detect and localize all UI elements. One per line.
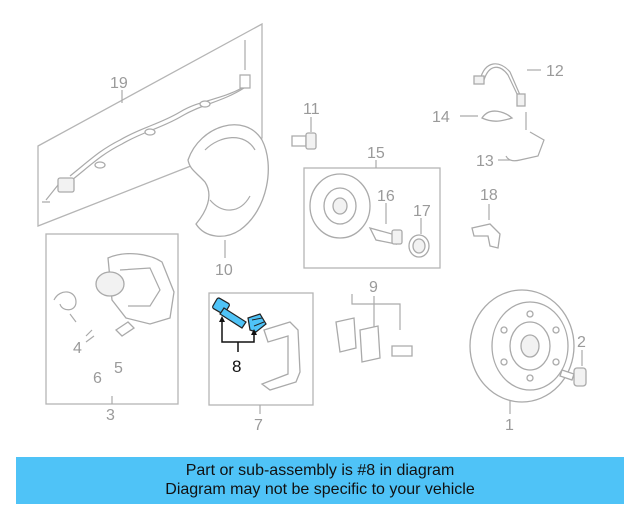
wheel-bolt [559,350,587,387]
bolt-11 [291,117,317,150]
callout-7: 7 [254,417,263,434]
callout-2: 2 [577,334,586,351]
callout-16: 16 [377,188,395,205]
banner-line-disclaimer: Diagram may not be specific to your vehi… [165,481,475,498]
callout-15: 15 [367,145,385,162]
backing-plate [187,124,269,258]
parts-diagram: 19 11 12 14 15 13 16 17 18 10 9 4 6 5 2 … [37,22,587,434]
callout-6: 6 [93,370,102,387]
info-banner: Part or sub-assembly is #8 in diagram Di… [16,457,624,504]
callout-4: 4 [73,340,82,357]
callout-3: 3 [106,407,115,424]
caliper-box [45,233,179,405]
callout-17: 17 [413,203,431,220]
callout-1: 1 [505,417,514,434]
guide-pin-bolt-highlighted [212,297,267,352]
callout-19: 19 [110,75,128,92]
callout-numbers: 19 11 12 14 15 13 16 17 18 10 9 4 6 5 2 … [73,63,586,434]
callout-9: 9 [369,279,378,296]
callout-12: 12 [546,63,564,80]
brake-hoses [460,63,545,162]
callout-10: 10 [215,262,233,279]
carrier-box [208,292,314,414]
brake-pads [335,294,413,363]
callout-5: 5 [114,360,123,377]
callout-18: 18 [480,187,498,204]
callout-8-highlighted: 8 [232,357,241,376]
callout-11: 11 [303,101,320,118]
callout-14: 14 [432,109,450,126]
hub-assembly-box [303,160,441,269]
bracket-18 [471,204,501,249]
banner-line-part: Part or sub-assembly is #8 in diagram [185,462,455,479]
abs-sensor-panel [37,22,263,227]
brake-rotor [469,289,575,414]
callout-13: 13 [476,153,494,170]
